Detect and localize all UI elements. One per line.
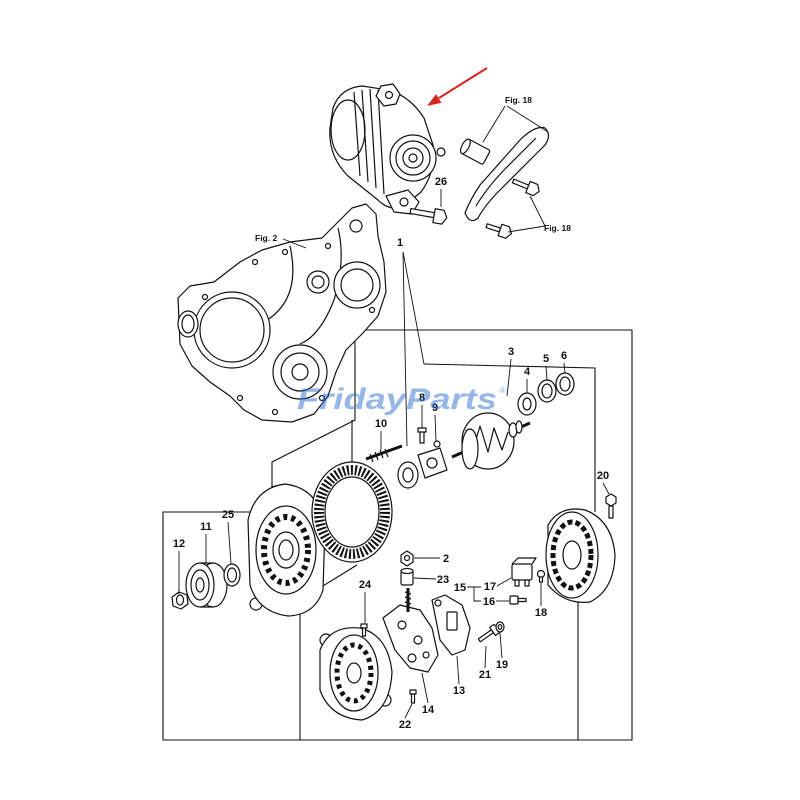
stud-bolt	[404, 588, 412, 612]
terminal-bolt	[509, 595, 527, 605]
callout-number: 8	[419, 392, 425, 404]
rotor	[451, 412, 531, 470]
callout-number: 3	[508, 346, 514, 358]
watermark-logo: FridayParts ®	[297, 383, 506, 416]
figure-reference: Fig. 2	[255, 233, 277, 243]
callout-number: 24	[359, 579, 372, 591]
bearing	[397, 461, 419, 489]
callout-number: 23	[437, 574, 449, 586]
figure-reference: Fig. 18	[544, 223, 571, 233]
callout-number: 19	[496, 659, 508, 671]
drive-end-frame	[247, 483, 327, 617]
red-arrow	[427, 67, 488, 106]
callout-number: 2	[443, 553, 449, 565]
adjusting-plate	[464, 126, 550, 222]
plate-bolt	[511, 178, 540, 197]
callout-number: 9	[432, 402, 438, 414]
callout-number: 20	[597, 470, 609, 482]
pulley	[185, 562, 228, 608]
brush-screw	[409, 689, 417, 704]
callout-number: 11	[200, 521, 212, 533]
regulator	[511, 557, 537, 587]
mounting-bolt	[409, 207, 448, 225]
callout-number: 18	[535, 607, 547, 619]
retainer-screw	[417, 427, 427, 444]
callout-number: 14	[422, 704, 435, 716]
terminal-nut	[400, 550, 414, 567]
stator	[311, 461, 393, 563]
bearing	[537, 379, 557, 403]
insulator	[400, 567, 414, 586]
alternator-assembly	[329, 83, 446, 215]
callout-number: 26	[435, 176, 447, 188]
gear-case	[177, 203, 387, 423]
frame-screw	[360, 623, 368, 637]
watermark-text: FridayParts	[297, 383, 497, 416]
rear-cover	[545, 508, 616, 603]
regulator-screw	[536, 569, 546, 583]
cover-bolt	[605, 493, 617, 519]
callout-number: 15	[454, 582, 466, 594]
rectifier	[382, 604, 439, 673]
callout-number: 25	[222, 509, 234, 521]
callout-number: 4	[524, 366, 531, 378]
through-bolt	[365, 444, 403, 463]
callout-number: 21	[479, 669, 491, 681]
callout-number: 1	[397, 237, 403, 249]
callout-number: 12	[173, 538, 185, 550]
spacer	[459, 138, 491, 165]
callout-number: 16	[483, 596, 495, 608]
bearing-retainer	[417, 440, 448, 479]
callout-number: 22	[399, 719, 411, 731]
callout-number: 10	[375, 418, 387, 430]
callout-number: 17	[484, 581, 496, 593]
callout-number: 5	[543, 353, 549, 365]
watermark-registered-mark: ®	[500, 386, 506, 395]
pulley-nut	[171, 591, 189, 610]
bearing	[517, 392, 537, 416]
plate-bolt	[485, 223, 513, 239]
collar	[555, 372, 575, 396]
washer	[223, 563, 241, 587]
callout-number: 6	[561, 350, 567, 362]
rear-frame	[319, 627, 393, 721]
brush-holder	[431, 594, 471, 656]
holder-washer	[495, 621, 505, 633]
leader-lines	[178, 105, 610, 719]
callout-number: 13	[453, 685, 465, 697]
figure-reference: Fig. 18	[505, 95, 532, 105]
